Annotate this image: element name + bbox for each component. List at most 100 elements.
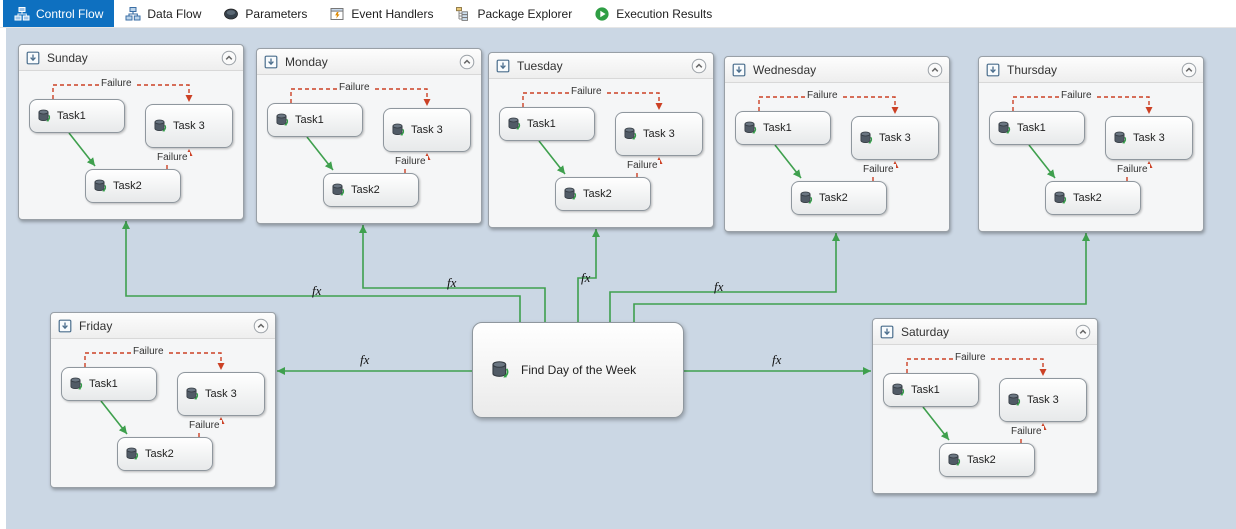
task2[interactable]: Task2 (939, 443, 1035, 477)
failure-label: Failure (131, 346, 166, 357)
task-icon (622, 126, 638, 142)
task3[interactable]: Task 3 (1105, 116, 1193, 160)
task-icon (858, 130, 874, 146)
container-body: Failure Failure Task1 Task 3 Task2 (489, 79, 713, 227)
failure-label: Failure (337, 82, 372, 93)
task1[interactable]: Task1 (735, 111, 831, 145)
task2[interactable]: Task2 (555, 177, 651, 211)
tab-parameters[interactable]: Parameters (212, 0, 318, 27)
task3[interactable]: Task 3 (615, 112, 703, 156)
task1[interactable]: Task1 (499, 107, 595, 141)
parameters-icon (223, 6, 239, 22)
collapse-button[interactable] (221, 50, 237, 66)
task-label: Task1 (295, 113, 324, 126)
container-body: Failure Failure Task1 Task 3 Task2 (257, 75, 481, 223)
tab-event-handlers[interactable]: Event Handlers (318, 0, 444, 27)
sequence-container-icon (731, 62, 747, 78)
tab-data-flow[interactable]: Data Flow (114, 0, 212, 27)
task-label: Task1 (763, 121, 792, 134)
task-label: Task2 (583, 187, 612, 200)
sequence-container-saturday[interactable]: Saturday Failure Failure Task1 Task 3 Ta… (872, 318, 1098, 494)
failure-label: Failure (953, 352, 988, 363)
collapse-button[interactable] (459, 54, 475, 70)
failure-label: Failure (393, 156, 428, 167)
tab-label: Package Explorer (477, 6, 573, 21)
task2[interactable]: Task2 (85, 169, 181, 203)
task-label: Task 3 (1027, 393, 1059, 406)
task1[interactable]: Task1 (989, 111, 1085, 145)
sequence-container-monday[interactable]: Monday Failure Failure Task1 Task 3 Task… (256, 48, 482, 224)
task2[interactable]: Task2 (791, 181, 887, 215)
task-icon (996, 120, 1012, 136)
task-icon (124, 446, 140, 462)
task1[interactable]: Task1 (267, 103, 363, 137)
tab-control-flow[interactable]: Control Flow (3, 0, 115, 27)
task2[interactable]: Task2 (117, 437, 213, 471)
task2[interactable]: Task2 (323, 173, 419, 207)
task2[interactable]: Task2 (1045, 181, 1141, 215)
sequence-container-icon (57, 318, 73, 334)
task-label: Task1 (89, 377, 118, 390)
container-body: Failure Failure Task1 Task 3 Task2 (873, 345, 1097, 493)
container-header[interactable]: Sunday (19, 45, 243, 71)
task1[interactable]: Task1 (61, 367, 157, 401)
failure-label: Failure (625, 160, 660, 171)
task-icon (890, 382, 906, 398)
task-label: Task 3 (411, 123, 443, 136)
tab-execution-results[interactable]: Execution Results (583, 0, 723, 27)
task-icon (68, 376, 84, 392)
execution-results-icon (594, 6, 610, 22)
container-header[interactable]: Thursday (979, 57, 1203, 83)
task3[interactable]: Task 3 (383, 108, 471, 152)
container-title: Monday (285, 54, 328, 69)
tab-label: Control Flow (36, 6, 104, 21)
task-label: Task1 (57, 109, 86, 122)
task-icon (562, 186, 578, 202)
expression-fx-label: fx (360, 352, 370, 367)
task-label: Task 3 (1133, 131, 1165, 144)
sequence-container-thursday[interactable]: Thursday Failure Failure Task1 Task 3 Ta… (978, 56, 1204, 232)
sequence-container-sunday[interactable]: Sunday Failure Failure Task1 Task 3 Task… (18, 44, 244, 220)
tab-label: Execution Results (616, 6, 713, 21)
container-header[interactable]: Monday (257, 49, 481, 75)
failure-label: Failure (1059, 90, 1094, 101)
task-icon (946, 452, 962, 468)
tab-label: Event Handlers (351, 6, 434, 21)
tab-label: Data Flow (147, 6, 202, 21)
failure-label: Failure (1115, 164, 1150, 175)
container-title: Wednesday (753, 62, 817, 77)
task3[interactable]: Task 3 (177, 372, 265, 416)
collapse-button[interactable] (1075, 324, 1091, 340)
task-icon (506, 116, 522, 132)
sequence-container-wednesday[interactable]: Wednesday Failure Failure Task1 Task 3 T… (724, 56, 950, 232)
container-header[interactable]: Tuesday (489, 53, 713, 79)
task1[interactable]: Task1 (883, 373, 979, 407)
collapse-button[interactable] (1181, 62, 1197, 78)
sequence-container-friday[interactable]: Friday Failure Failure Task1 Task 3 Task… (50, 312, 276, 488)
task-icon (36, 108, 52, 124)
collapse-button[interactable] (927, 62, 943, 78)
sequence-container-tuesday[interactable]: Tuesday Failure Failure Task1 Task 3 Tas… (488, 52, 714, 228)
collapse-button[interactable] (253, 318, 269, 334)
failure-label: Failure (569, 86, 604, 97)
failure-label: Failure (1009, 426, 1044, 437)
tab-package-explorer[interactable]: Package Explorer (444, 0, 583, 27)
task-label: Task1 (1017, 121, 1046, 134)
container-body: Failure Failure Task1 Task 3 Task2 (979, 83, 1203, 231)
task1[interactable]: Task1 (29, 99, 125, 133)
failure-label: Failure (187, 420, 222, 431)
container-header[interactable]: Wednesday (725, 57, 949, 83)
task-icon (489, 359, 511, 381)
find-day-of-week-task[interactable]: Find Day of the Week (472, 322, 684, 418)
task-label: Task 3 (205, 387, 237, 400)
container-header[interactable]: Saturday (873, 319, 1097, 345)
task3[interactable]: Task 3 (999, 378, 1087, 422)
task-label: Task 3 (879, 131, 911, 144)
collapse-button[interactable] (691, 58, 707, 74)
task3[interactable]: Task 3 (851, 116, 939, 160)
container-header[interactable]: Friday (51, 313, 275, 339)
task3[interactable]: Task 3 (145, 104, 233, 148)
data-flow-icon (125, 6, 141, 22)
failure-label: Failure (99, 78, 134, 89)
